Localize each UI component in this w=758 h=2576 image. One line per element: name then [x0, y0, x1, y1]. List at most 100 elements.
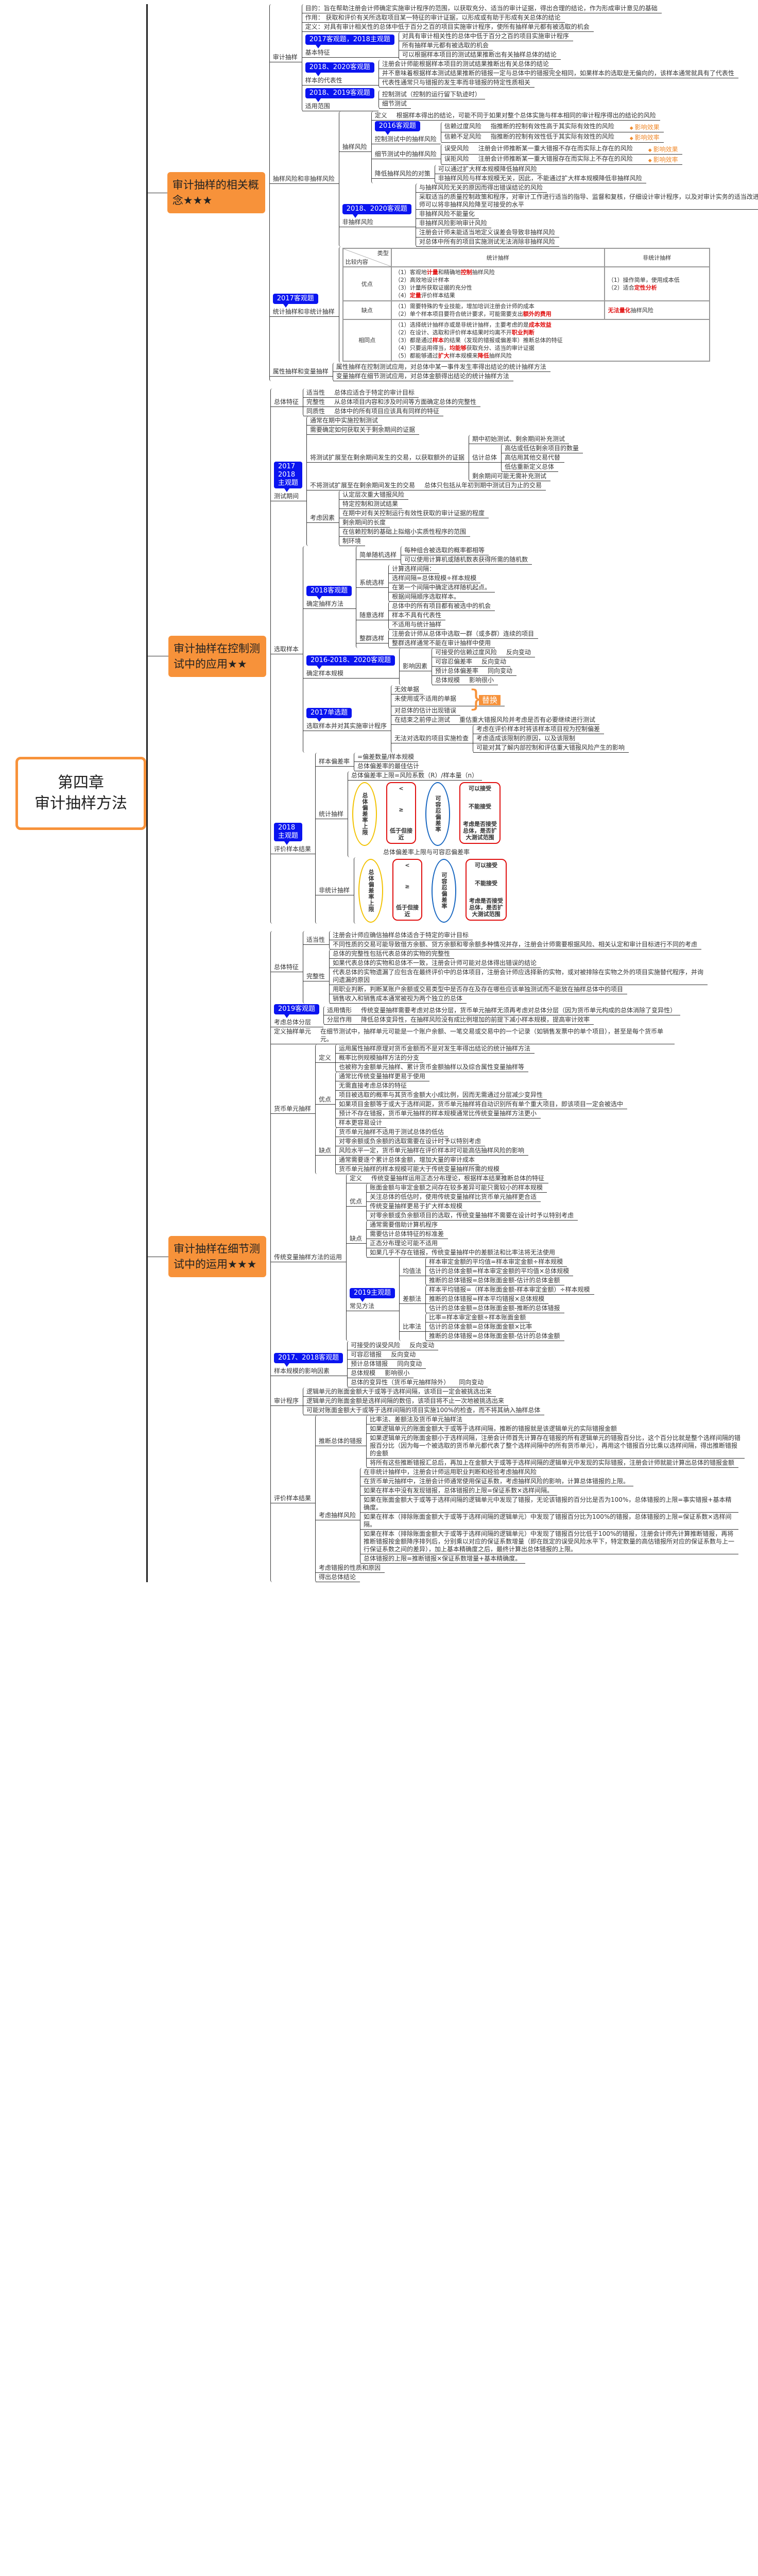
leaf-topic: 总体偏差率上限=风险系数（R）/样本量（n） [348, 771, 505, 781]
column-header: 非统计抽样 [604, 248, 710, 267]
topic-row: =偏差数量/样本规模 [357, 753, 414, 761]
cell-statistical: （1）客观地计量和精确地控制抽样风险（2）高效地设计样本（3）计量所获取证据的充… [390, 266, 605, 301]
topic-label-wrap: 细节测试中的抽样风险 [371, 150, 441, 159]
child-slot: 优点账面金额与审定金额之间存在较多差异可能只需较小的样本规模关注总体的低估时，使… [347, 1183, 594, 1221]
child-slot: 如果项目金额等于或大于选样间距，货币单元抽样将自动识别所有单个重大项目，即该项目… [336, 1100, 628, 1109]
topic-children: 每种组合被选取的概率都相等可以使用计算机或随机数表获得所需的随机数 [401, 546, 532, 565]
topic-children: 可接受的信赖过度风险反向变动可容忍偏差率反向变动预计总体偏差率同向变动总体规模影… [431, 648, 536, 685]
topic-children: 货币单元抽样不适用于测试总体的低估对零余额或负余额的选取需要在设计时予以特别考虑… [335, 1128, 529, 1174]
topic-row: 同质性总体中的所有项目应该具有同样的特征 [306, 408, 439, 415]
topic-label: 适当性 [306, 389, 325, 396]
topic-children: 2018客观题确定抽样方法简单随机选样每种组合被选取的概率都相等可以使用计算机或… [303, 546, 629, 753]
subtopic: 整群选样注册会计师从总体中选取一群（或多群）连续的项目整群选样通常不能在审计抽样… [356, 630, 539, 648]
topic-label-wrap: 定义传统变量抽样运用正态分布理论，根据样本结果推断总体的特征 [347, 1174, 549, 1183]
child-slot: 低估重新定义总体 [502, 463, 583, 472]
subtopic: 统计抽样总体偏差率上限=风险系数（R）/样本量（n）总体偏差率上限<≥低于但接近… [316, 771, 511, 857]
child-slot: 优点通常比传统变量抽样更易于使用无需直接考虑总体的特征项目被选取的概率与其货币金… [316, 1072, 628, 1128]
cell-text: （3）都是通过 [394, 337, 433, 344]
topic-label: 随意选样 [359, 612, 385, 619]
topic-label-wrap: 审计程序 [271, 1397, 303, 1406]
topic-label-wrap: 样本审定金额的平均值=样本审定金额÷样本规模 [426, 1258, 567, 1267]
topic-row: 如果逻辑单元的账面金额大于或等于选样间隔，推断的错报就是该逻辑单元的实际错报金额 [370, 1425, 617, 1433]
topic-row: 整群选样 [359, 635, 384, 642]
child-slot: 推断的总体错报=总体账面金额-估计的总体金额 [426, 1332, 564, 1341]
topic-row: 审计抽样在细节测试中的运用★★★ [174, 1241, 261, 1272]
leaf-topic: 根据间隔顺序选取样本。 [389, 592, 495, 602]
leaf-topic: 关注总体的低估时，使用传统变量抽样比货币单元抽样更合适 [367, 1193, 578, 1202]
topic-label-wrap: 定义根据样本得出的结论，可能不同于如果对整个总体实施与样本相同的审计程序得出的结… [371, 111, 660, 121]
child-slot: 注册会计师应确信抽样总体适合于特定的审计目标 [330, 931, 701, 940]
topic-children: 认定层次重大错报风险特定控制和测试结果在期中对有关控制运行有效性获取的审计证据的… [339, 490, 489, 546]
leaf-topic: 如果在样本（排除账面金额大于或等于选样间隔的逻辑单元）中发现了错报百分比为100… [360, 1513, 739, 1530]
topic-row: 计算选样间隔： [392, 565, 435, 573]
cell-shared: （1）选择统计抽样亦或是非统计抽样，主要考虑的是成本效益（2）在设计、选取和评价… [390, 319, 710, 362]
topic-label-wrap: 高估用其他交易代替 [502, 453, 565, 463]
topic-children: 审计抽样目的：旨在帮助注册会计师确定实施审计程序的范围，以获取充分、适当的审计证… [269, 4, 758, 381]
topic-label: 如果在样本中没有发现错报，总体错报的上限=保证系数×选样间隔。 [364, 1487, 554, 1494]
topic-row: 如果逻辑单元的账面金额小于选样间隔，注册会计师首先计算存在错报的所有逻辑单元的错… [370, 1434, 740, 1458]
leaf-topic: 也被称为金额单元抽样、累计货币金额抽样以及综合属性变量抽样等 [336, 1063, 535, 1072]
child-slot: 代表总体的实物遗漏了应包含在最终评价中的总体项目，注册会计师应选择新的实物，或对… [330, 968, 708, 985]
topic-row: 在非统计抽样中，注册会计师运用职业判断和经验考虑抽样风险 [364, 1468, 537, 1476]
topic-children: 比率=样本审定金额÷样本账面金额估计的总体金额=总体账面金额×比率推断的总体错报… [425, 1313, 564, 1341]
child-slot: 可能对其了解内部控制和评估重大错报风险产生的影响 [473, 743, 629, 753]
topic-row: 不同性质的交易可能导致借方余额、贷方余额和零余额多种情况并存，注册会计师需要根据… [333, 941, 697, 948]
topic-row: 审计抽样 [273, 54, 298, 61]
topic-row: 选取样本并对其实施审计程序 [306, 722, 387, 730]
child-slot: 通常需要逐个累计总体金额，增加大量的审计成本 [336, 1156, 528, 1165]
topic-label-wrap: 均值法 [400, 1267, 426, 1276]
topic-label-wrap: 误拒风险注册会计师推断某一重大错报存在而实际上不存在的风险影响效率 [441, 155, 682, 165]
leaf-topic: 并不意味着根据样本测试结果推断的错报一定与总体中的错报完全相同，如果样本的选取是… [378, 69, 738, 78]
topic-label: 总体特征 [274, 963, 299, 971]
topic-children: 目的：旨在帮助注册会计师确定实施审计程序的范围，以获取充分、适当的审计证据，得出… [301, 4, 738, 111]
child-slot: 传统变量抽样方法的运用定义传统变量抽样运用正态分布理论，根据样本结果推断总体的特… [271, 1174, 745, 1341]
cell-text: （1）操作简单，使用成本低 [608, 277, 680, 283]
topic-label-wrap: 估计总体 [469, 453, 502, 463]
leaf-topic: 变量抽样在细节测试应用，对总体金额得出结论的统计抽样方法 [333, 372, 550, 381]
child-slot: 选样间隔=总体规模÷样本规模 [389, 574, 495, 583]
child-slot: 2016客观题控制测试中的抽样风险信赖过度风险指推断的控制有效性高于其实际有效性… [371, 121, 682, 144]
root-title-chapter: 第四章 [58, 773, 104, 792]
topic-row: 审计抽样的相关概念★★★ [173, 177, 260, 208]
child-slot: 属性抽样在控制测试应用，对总体中某一事件发生率得出结论的统计抽样方法 [333, 363, 550, 372]
child-slot: 2019客观题考虑总体分层适用情形传统变量抽样需要考虑对总体分层，货币单元抽样无… [271, 1004, 745, 1027]
topic-label: 优点 [319, 1096, 332, 1103]
topic-label-wrap: 比率=样本审定金额÷样本账面金额 [426, 1313, 530, 1323]
topic-label: 降低抽样风险的对策 [374, 170, 430, 177]
topic-children: 适用情形传统变量抽样需要考虑对总体分层，货币单元抽样无须再考虑对总体分层（因为货… [323, 1006, 681, 1025]
child-slot: 细节测试 [378, 99, 485, 109]
topic-detail: 同向变动 [488, 667, 513, 674]
topic-label: 不同性质的交易可能导致借方余额、贷方余额和零余额多种情况并存，注册会计师需要根据… [333, 941, 698, 948]
topic-label-wrap: 无法对选取的项目实施检查 [391, 734, 473, 743]
topic-label-wrap: 信赖不足风险指推断的控制有效性低于其实际有效性的风险影响效率 [441, 132, 664, 143]
topic-row: 适当性总体应适合于特定的审计目标 [306, 389, 415, 397]
topic-detail: 影响很小 [385, 1369, 410, 1377]
child-slot: 正态分布理论可能不适用 [367, 1239, 559, 1248]
leaf-topic: 总体错报的上限=推断错报×保证系数增量+基本精确度。 [360, 1554, 738, 1564]
leaf-topic: 逻辑单元的账面金额是选样间隔的数倍，该项目将不止一次地被挑选出来 [303, 1397, 544, 1406]
topic-label-wrap: 2017、2018客观题样本规模的影响因素 [271, 1352, 348, 1376]
leaf-topic: 总体中的所有项目都有被选中的机会 [389, 602, 495, 611]
topic-row: 估计的总体金额=总体账面金额×比率 [429, 1323, 532, 1331]
child-slot: 考虑在评价样本时将该样本项目视为控制偏差 [473, 725, 629, 734]
leaf-topic: 可以通过扩大样本规模降低抽样风险 [435, 165, 646, 174]
topic-label: 与抽样风险无关的原因而得出错误结论的风险 [419, 184, 543, 191]
leaf-topic: 货币单元抽样不适用于测试总体的低估 [336, 1128, 528, 1137]
topic-row: 对零余额或负余额项目的选取，传统变量抽样不需要在设计时予以特别考虑 [370, 1212, 574, 1219]
topic-children: 属性抽样在控制测试应用，对总体中某一事件发生率得出结论的统计抽样方法变量抽样在细… [332, 363, 550, 381]
branch-topic: 审计抽样在控制测试中的应用★★总体特征适当性总体应适合于特定的审计目标完整性从总… [168, 388, 629, 924]
topic-label: 定义 [319, 1054, 332, 1061]
child-slot: 总体特征适当性注册会计师应确信抽样总体适合于特定的审计目标不同性质的交易可能导致… [271, 931, 745, 1004]
subtopic: 优点账面金额与审定金额之间存在较多差异可能只需较小的样本规模关注总体的低估时，使… [347, 1183, 594, 1221]
leaf-topic: 将所有这些推断错报汇总后，再加上在金额大于或等于选样间隔的逻辑单元中发现的实际错… [367, 1459, 745, 1468]
topic-children: 类型比较内容统计抽样非统计抽样优点（1）客观地计量和精确地控制抽样风险（2）高效… [338, 247, 713, 363]
topic-label: 低估重新定义总体 [505, 463, 555, 470]
upper-limit-ellipse: 总体偏差率上限 [352, 782, 377, 846]
leaf-topic: 如果项目金额等于或大于选样间距，货币单元抽样将自动识别所有单个重大项目，即该项目… [336, 1100, 628, 1109]
topic-label: 对总体的估计出现错误 [394, 707, 457, 714]
exam-year-tag: 2018、2020客观题 [305, 62, 374, 76]
child-slot: 总体规模影响很小 [348, 1369, 488, 1378]
child-slot: 样本平均错报=（样本账面金额-样本审定金额）÷样本规模 [426, 1285, 594, 1295]
topic-label: 差额法 [403, 1295, 422, 1302]
child-slot: 如果逻辑单元的账面金额大于或等于选样间隔，推断的错报就是该逻辑单元的实际错报金额 [367, 1425, 745, 1434]
